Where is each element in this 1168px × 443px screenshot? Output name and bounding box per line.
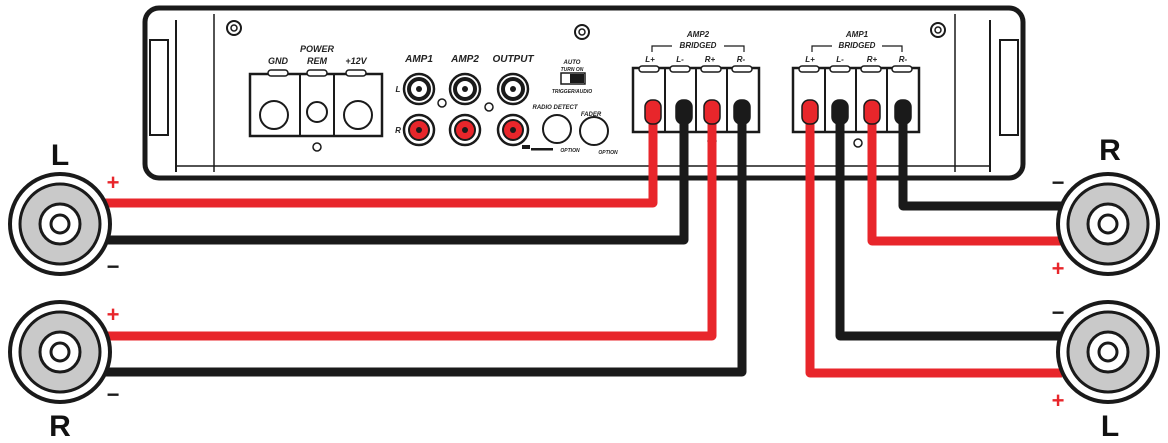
speaker-bottom-right-channel: L	[1101, 410, 1119, 443]
amp1-terminal-label-3: R+	[867, 55, 878, 64]
top-right-minus-mark: −	[1052, 170, 1065, 195]
power-terminal-block: POWER GND REM +12V	[248, 44, 384, 152]
bottom-left-minus-mark: −	[107, 382, 120, 407]
amp1-terminal-label-4: R-	[899, 55, 908, 64]
wire-bottom-left-negative	[105, 108, 747, 377]
plus12v-label: +12V	[345, 56, 367, 66]
wire-bottom-right-negative	[835, 108, 1062, 341]
fader-label: FADER	[581, 112, 602, 118]
amp1-bridged-label: BRIDGED	[839, 41, 876, 50]
control-panel: AUTO TURN ON TRIGGER/AUDIO RADIO DETECT …	[522, 60, 618, 156]
fader-knob[interactable]	[579, 116, 609, 146]
rem-label: REM	[307, 56, 328, 66]
bottom-right-minus-mark: −	[1052, 300, 1065, 325]
amp2-terminal-label-4: R-	[737, 55, 746, 64]
rca-input-panel: AMP1 AMP2 OUTPUT L R	[395, 54, 534, 147]
speaker-top-right	[1056, 172, 1160, 276]
output-left-rca-jack[interactable]	[496, 72, 530, 106]
auto-label: AUTO	[563, 60, 581, 66]
wire-terminal-ends	[644, 99, 912, 125]
screw-top-left	[226, 20, 242, 36]
amp2-right-rca-jack[interactable]	[448, 113, 482, 147]
amp2-rca-label: AMP2	[450, 54, 479, 65]
radio-detect-knob[interactable]	[542, 114, 572, 144]
amp1-terminal-label-1: L+	[805, 55, 815, 64]
turn-on-toggle-switch[interactable]	[560, 72, 586, 85]
amp1-left-rca-jack[interactable]	[402, 72, 436, 106]
top-left-minus-mark: −	[107, 254, 120, 279]
amp2-terminal-label-2: L-	[676, 55, 684, 64]
screw-top-middle	[574, 24, 590, 40]
bottom-left-plus-mark: +	[107, 302, 120, 327]
top-right-plus-mark: +	[1052, 256, 1065, 281]
amp2-left-rca-jack[interactable]	[448, 72, 482, 106]
speaker-top-left	[8, 172, 112, 276]
amp1-rca-label: AMP1	[404, 54, 433, 65]
output-right-rca-jack[interactable]	[496, 113, 530, 147]
fader-option-label: OPTION	[598, 150, 618, 156]
amp1-terminal-label-2: L-	[836, 55, 844, 64]
rem-terminal-screw	[306, 101, 328, 123]
gnd-label: GND	[268, 56, 289, 66]
amp1-title: AMP1	[845, 30, 869, 39]
output-rca-label: OUTPUT	[492, 54, 534, 65]
wire-top-left-negative	[105, 108, 689, 245]
speaker-top-left-channel: L	[51, 139, 69, 172]
speaker-bottom-left-channel: R	[49, 410, 71, 443]
radio-detect-option-label: OPTION	[560, 148, 580, 154]
turn-on-label: TURN ON	[561, 67, 584, 73]
rca-left-label: L	[396, 85, 401, 94]
wire-bottom-right-positive	[805, 108, 1062, 378]
wire-bottom-left-positive	[105, 108, 717, 341]
wire-top-right-positive	[867, 108, 1062, 246]
top-left-plus-mark: +	[107, 170, 120, 195]
rca-right-label: R	[395, 126, 401, 135]
amp1-right-rca-jack[interactable]	[402, 113, 436, 147]
speaker-bottom-left	[8, 300, 112, 404]
speaker-wires	[105, 108, 1062, 378]
amp2-terminal-label-3: R+	[705, 55, 716, 64]
radio-detect-label: RADIO DETECT	[533, 105, 579, 111]
speaker-top-right-channel: R	[1099, 134, 1121, 167]
wire-top-left-positive	[105, 108, 658, 208]
speaker-bottom-right	[1056, 300, 1160, 404]
gnd-terminal-screw	[259, 100, 289, 130]
power-group-label: POWER	[300, 44, 335, 54]
amp2-bridged-label: BRIDGED	[680, 41, 717, 50]
amp2-title: AMP2	[686, 30, 710, 39]
amp2-terminal-label-1: L+	[645, 55, 655, 64]
screw-top-right	[930, 22, 946, 38]
plus12v-terminal-screw	[343, 100, 373, 130]
wire-top-right-negative	[898, 108, 1062, 211]
trigger-audio-label: TRIGGER/AUDIO	[552, 89, 592, 95]
bottom-right-plus-mark: +	[1052, 388, 1065, 413]
